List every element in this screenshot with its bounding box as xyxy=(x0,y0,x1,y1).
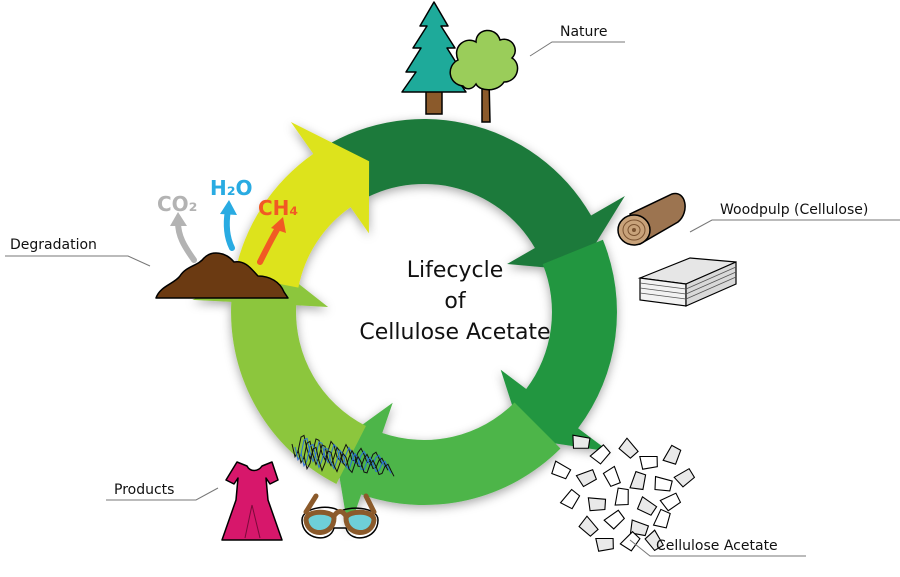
co2-label: CO₂ xyxy=(157,192,198,216)
fiber-4 xyxy=(303,446,395,477)
glasses-icon xyxy=(301,493,379,539)
dress-icon xyxy=(221,461,283,541)
flake-12 xyxy=(587,497,607,512)
label-degradation: Degradation xyxy=(10,237,97,253)
flake-16 xyxy=(578,515,599,537)
diagram-title: Lifecycle of Cellulose Acetate xyxy=(340,255,570,348)
log-icon xyxy=(617,192,686,246)
label-woodpulp: Woodpulp (Cellulose) xyxy=(720,202,869,218)
leader-line-nature xyxy=(529,41,625,57)
leader-line-degradation xyxy=(5,255,151,267)
flake-5 xyxy=(551,460,572,480)
fiber-2 xyxy=(297,440,389,471)
soil-pile-icon xyxy=(155,252,289,299)
flake-7 xyxy=(602,465,621,488)
label-products: Products xyxy=(114,482,175,498)
title-line-2: of xyxy=(444,289,466,314)
flake-6 xyxy=(575,469,598,488)
paper-stack-icon xyxy=(637,257,737,307)
flake-19 xyxy=(652,508,671,529)
flake-17 xyxy=(603,509,626,530)
cycle-ring xyxy=(192,119,625,532)
flake-8 xyxy=(629,470,647,491)
flake-18 xyxy=(629,519,650,537)
flake-20 xyxy=(595,537,614,552)
flake-14 xyxy=(636,495,658,516)
flake-21 xyxy=(619,530,641,552)
leader-line-products xyxy=(106,487,219,501)
cycle-arrow-nature-to-woodpulp xyxy=(313,119,625,271)
flake-3 xyxy=(639,455,658,470)
fibers-icon xyxy=(291,434,395,477)
h2o-arrow-icon xyxy=(220,200,237,251)
flake-4 xyxy=(662,444,682,465)
leader-line-woodpulp xyxy=(689,219,900,233)
flake-10 xyxy=(673,467,696,488)
flake-15 xyxy=(659,492,682,512)
pine-tree-icon xyxy=(401,1,467,115)
cycle-arrow-products-to-degradation xyxy=(192,262,366,484)
label-cellulose-acetate: Cellulose Acetate xyxy=(656,538,778,554)
h2o-label: H₂O xyxy=(210,176,253,200)
flake-1 xyxy=(589,444,611,465)
ch4-label: CH₄ xyxy=(258,196,299,220)
flake-9 xyxy=(654,475,673,492)
flake-13 xyxy=(614,487,629,506)
title-line-3: Cellulose Acetate xyxy=(359,320,551,345)
flake-0 xyxy=(572,434,591,449)
flake-22 xyxy=(644,529,665,552)
cycle-arrow-woodpulp-to-acetate xyxy=(500,239,617,452)
round-tree-icon xyxy=(449,29,519,123)
title-line-1: Lifecycle xyxy=(406,258,504,283)
leader-line-cellulose-acetate xyxy=(629,539,806,557)
leader-lines xyxy=(5,41,900,557)
ch4-arrow-icon xyxy=(257,217,286,265)
flake-11 xyxy=(559,488,581,510)
cycle-arrow-acetate-to-products xyxy=(334,402,561,532)
flake-2 xyxy=(618,437,639,459)
label-nature: Nature xyxy=(560,24,608,40)
flakes-icon xyxy=(551,434,696,552)
fiber-3 xyxy=(300,443,392,474)
co2-arrow-icon xyxy=(170,212,197,263)
